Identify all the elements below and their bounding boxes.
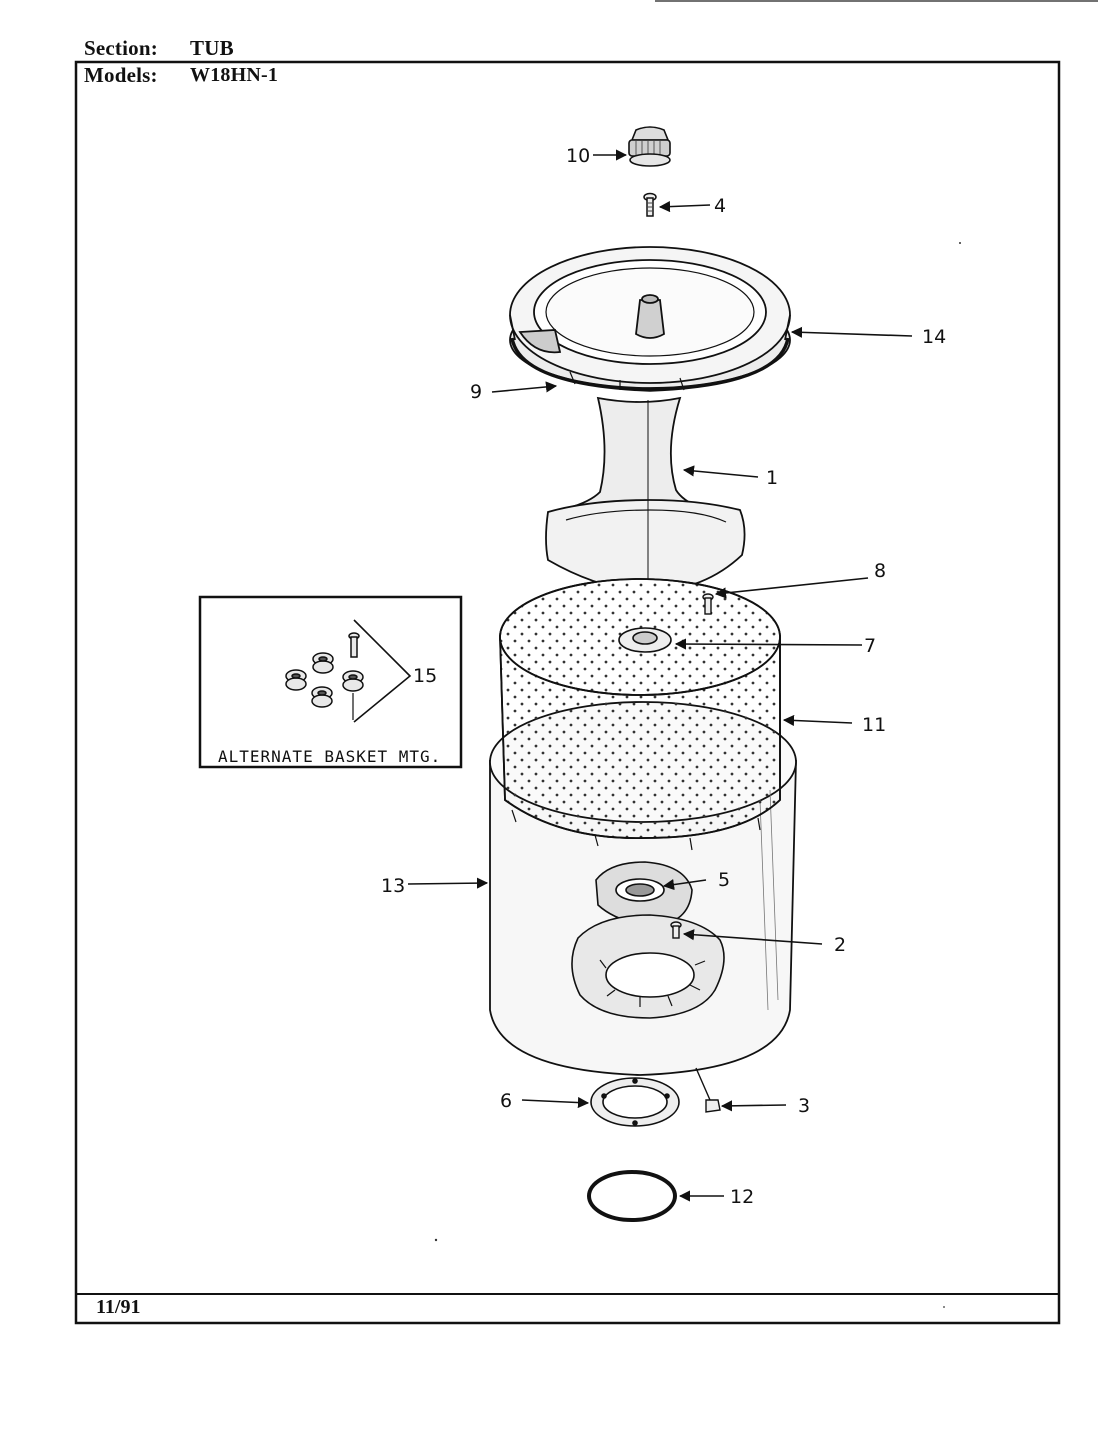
callout-1-leader	[682, 465, 759, 478]
part-9-gasket	[510, 337, 790, 392]
diagram-border	[74, 60, 1061, 1325]
part-4-screw	[643, 192, 657, 217]
inset-box	[198, 595, 463, 769]
scan-speck	[943, 1306, 945, 1308]
part-15-mount-kit	[285, 632, 364, 720]
callout-3-leader	[720, 1100, 787, 1112]
callout-4: 4	[714, 195, 726, 217]
callout-9: 9	[470, 381, 482, 403]
callout-2: 2	[834, 934, 846, 956]
callout-13-leader	[407, 877, 489, 889]
callout-4-leader	[658, 201, 711, 213]
tub-sump	[571, 914, 725, 1019]
section-value: TUB	[190, 36, 234, 60]
inset-caption: ALTERNATE BASKET MTG.	[218, 747, 441, 766]
callout-1: 1	[766, 467, 778, 489]
callout-11-leader	[782, 714, 853, 727]
scan-speck	[434, 1238, 438, 1242]
callout-7: 7	[864, 635, 876, 657]
callout-6-leader	[521, 1096, 590, 1109]
part-8-screw	[702, 593, 714, 615]
part-2-screw	[670, 921, 682, 939]
part-14-tub-cover	[509, 246, 791, 391]
part-5-seal	[595, 861, 693, 926]
callout-5: 5	[718, 869, 730, 891]
part-6-flange	[590, 1077, 680, 1127]
callout-6: 6	[500, 1090, 512, 1112]
callout-8: 8	[874, 560, 886, 582]
section-label: Section:	[84, 36, 158, 60]
callout-3: 3	[798, 1095, 810, 1117]
callout-2-leader	[682, 929, 823, 945]
part-1-agitator	[545, 396, 746, 593]
callout-7-leader	[674, 638, 863, 650]
part-11-spin-basket	[499, 578, 781, 851]
scan-speck	[959, 242, 961, 244]
part-7-hub	[618, 627, 672, 653]
part-3-bolt	[695, 1067, 721, 1113]
callout-5-leader	[662, 879, 707, 891]
models-value: W18HN-1	[190, 64, 279, 86]
callout-11: 11	[862, 714, 886, 736]
callout-14-leader	[790, 326, 913, 338]
footer-date: 11/91	[96, 1296, 141, 1318]
callout-14: 14	[922, 326, 946, 348]
callout-15: 15	[413, 665, 437, 687]
callout-8-leader	[714, 577, 869, 599]
models-label: Models:	[84, 63, 158, 87]
part-12-o-ring	[587, 1170, 677, 1222]
callout-13: 13	[381, 875, 405, 897]
callout-9-leader	[491, 381, 558, 393]
callout-10: 10	[566, 145, 590, 167]
callout-12: 12	[730, 1186, 754, 1208]
callout-15-bracket	[353, 619, 412, 723]
part-10-cap	[628, 126, 671, 167]
